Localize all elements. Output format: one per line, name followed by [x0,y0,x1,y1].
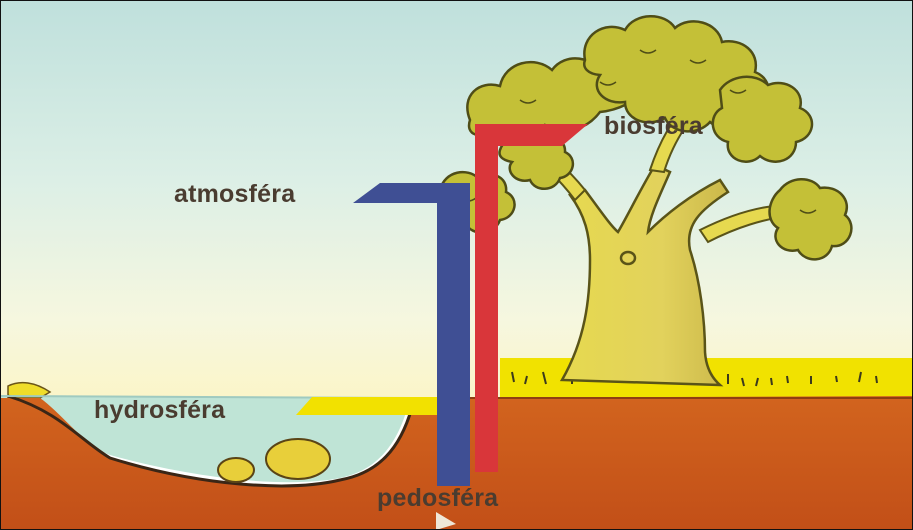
label-biosphere: biosféra [604,112,703,141]
label-pedosphere: pedosféra [377,484,498,513]
label-atmosphere: atmosféra [174,180,295,209]
label-hydrosphere: hydrosféra [94,396,225,425]
